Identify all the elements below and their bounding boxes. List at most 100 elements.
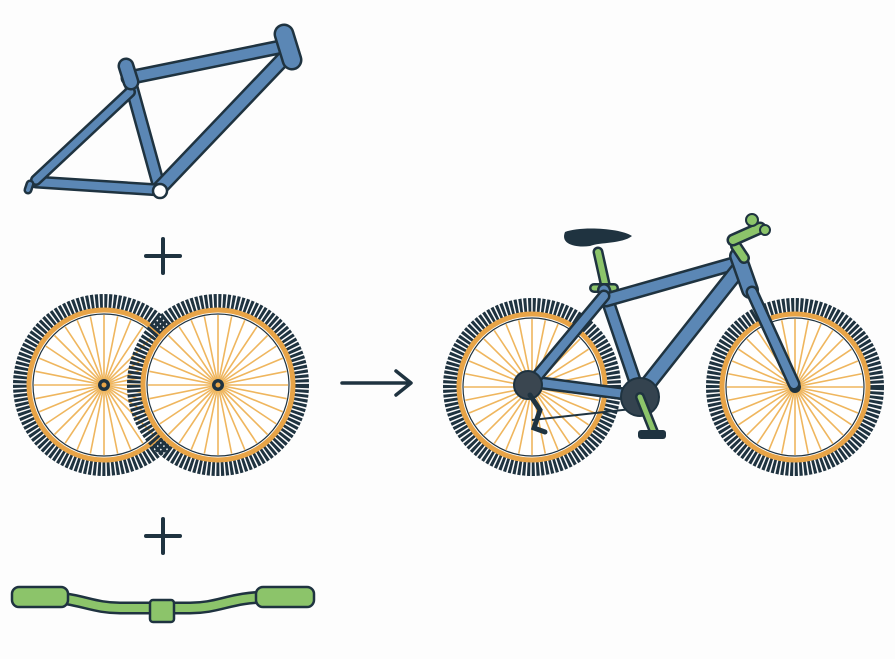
spoke — [728, 372, 796, 388]
spoke — [768, 386, 796, 451]
spoke — [217, 357, 283, 386]
bike-seat-stay — [530, 292, 608, 384]
spoke — [190, 320, 219, 386]
spoke — [731, 386, 796, 414]
spoke — [103, 384, 119, 454]
spoke — [531, 386, 571, 444]
spoke — [794, 372, 862, 388]
cassette — [513, 370, 543, 400]
spoke — [794, 360, 859, 388]
rim-inner — [146, 313, 290, 457]
spoke — [203, 384, 219, 454]
spoke — [780, 386, 796, 454]
spoke — [64, 384, 105, 444]
spoke — [794, 386, 822, 451]
tire — [706, 298, 884, 476]
hub-center — [101, 382, 107, 388]
hub-center — [215, 382, 221, 388]
right-wheel — [127, 294, 309, 476]
bike-frame-part — [23, 23, 303, 200]
plus-icon — [144, 237, 182, 275]
dropout — [26, 182, 32, 192]
spoke — [531, 386, 596, 414]
tire — [127, 294, 309, 476]
spoke — [64, 326, 105, 386]
spoke — [167, 334, 219, 386]
spoke — [794, 338, 844, 388]
derailleur — [527, 392, 548, 435]
spoke — [53, 334, 105, 386]
pedal — [638, 430, 666, 439]
assembled-bicycle — [443, 213, 884, 476]
stem-clamp — [148, 598, 176, 624]
spoke — [217, 384, 258, 444]
spoke — [35, 384, 105, 400]
crank-arm — [637, 394, 657, 435]
spoke — [217, 384, 269, 436]
spoke — [731, 360, 796, 388]
spoke — [153, 384, 219, 413]
spoke — [39, 357, 105, 386]
spoke — [217, 384, 246, 450]
handlebar-part — [10, 585, 316, 624]
head-tube — [276, 26, 300, 68]
bike-top-tube — [601, 257, 745, 305]
spoke — [103, 326, 144, 386]
right-arrow-icon — [340, 369, 413, 397]
wheels-part — [13, 294, 309, 476]
spoke — [45, 384, 105, 425]
spoke — [149, 384, 219, 400]
stem — [732, 242, 748, 262]
down-tube — [154, 49, 293, 194]
spoke — [153, 357, 219, 386]
spoke — [217, 370, 287, 386]
spoke — [746, 386, 796, 436]
spoke — [217, 326, 258, 386]
spoke — [794, 348, 852, 388]
spoke — [103, 316, 119, 386]
spoke — [190, 384, 219, 450]
spoke — [103, 384, 144, 444]
spoke — [217, 384, 287, 400]
spoke — [103, 384, 132, 450]
spoke — [178, 326, 219, 386]
spoke — [167, 384, 219, 436]
plus-icon — [144, 517, 182, 555]
bottom-bracket — [151, 182, 169, 200]
spoke — [217, 384, 283, 413]
spoke — [794, 386, 834, 444]
spoke — [217, 345, 277, 386]
spoke — [89, 316, 105, 386]
saddle — [564, 228, 632, 247]
top-tube — [123, 41, 290, 83]
spoke — [39, 384, 105, 413]
seat-post — [595, 249, 609, 291]
seat-stay — [32, 88, 134, 184]
fork — [748, 288, 798, 388]
spoke — [794, 386, 862, 402]
seat-collar — [120, 60, 137, 88]
left-grip — [10, 585, 70, 609]
spoke — [794, 386, 852, 426]
bike-down-tube — [634, 264, 744, 400]
spoke — [794, 323, 822, 388]
spoke — [53, 384, 105, 436]
chain-stay — [32, 178, 164, 194]
spoke — [103, 320, 132, 386]
spoke — [159, 384, 219, 425]
spoke — [178, 384, 219, 444]
stem-top — [729, 224, 764, 244]
spoke — [794, 386, 810, 454]
spoke — [89, 384, 105, 454]
right-grip — [254, 585, 316, 609]
spoke — [203, 316, 219, 386]
spoke — [794, 386, 859, 414]
spoke — [45, 345, 105, 386]
handlebar-end — [759, 224, 771, 236]
spoke — [756, 386, 796, 444]
spoke — [728, 386, 796, 402]
spoke — [149, 370, 219, 386]
spoke — [217, 384, 233, 454]
